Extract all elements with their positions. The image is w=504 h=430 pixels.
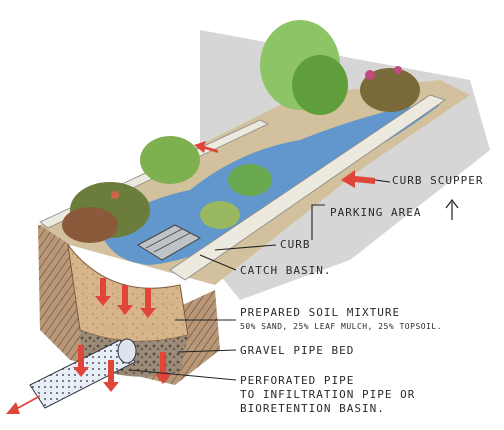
label-gravel-pipe-bed: GRAVEL PIPE BED bbox=[240, 344, 354, 357]
flow-arrow-icon bbox=[140, 288, 156, 318]
flow-arrow-icon bbox=[6, 395, 40, 414]
flow-arrow-icon bbox=[117, 285, 133, 315]
flow-arrow-icon bbox=[194, 141, 218, 153]
label-perforated-pipe-line2: TO INFILTRATION PIPE OR bbox=[240, 388, 415, 401]
label-curb: CURB bbox=[280, 238, 311, 251]
upward-arrow-icon bbox=[445, 199, 459, 220]
label-parking-area: PARKING AREA bbox=[330, 206, 421, 219]
label-catch-basin: CATCH BASIN. bbox=[240, 264, 331, 277]
label-perforated-pipe-line3: BIORETENTION BASIN. bbox=[240, 402, 385, 415]
flow-arrow-icon bbox=[73, 345, 89, 377]
flow-arrow-icon bbox=[95, 278, 111, 306]
flow-arrows bbox=[6, 141, 375, 414]
catch-basin-grate bbox=[137, 224, 202, 261]
flow-arrow-icon bbox=[103, 360, 119, 392]
label-prepared-soil-detail: 50% SAND, 25% LEAF MULCH, 25% TOPSOIL. bbox=[240, 322, 442, 331]
flow-arrow-icon bbox=[341, 170, 375, 188]
label-curb-scupper: CURB SCUPPER bbox=[392, 174, 483, 187]
curb bbox=[169, 94, 446, 281]
label-perforated-pipe: PERFORATED PIPE bbox=[240, 374, 354, 387]
flow-arrow-icon bbox=[155, 352, 171, 384]
leader-lines bbox=[129, 179, 391, 381]
plantings bbox=[62, 20, 420, 243]
label-prepared-soil: PREPARED SOIL MIXTURE bbox=[240, 306, 400, 319]
